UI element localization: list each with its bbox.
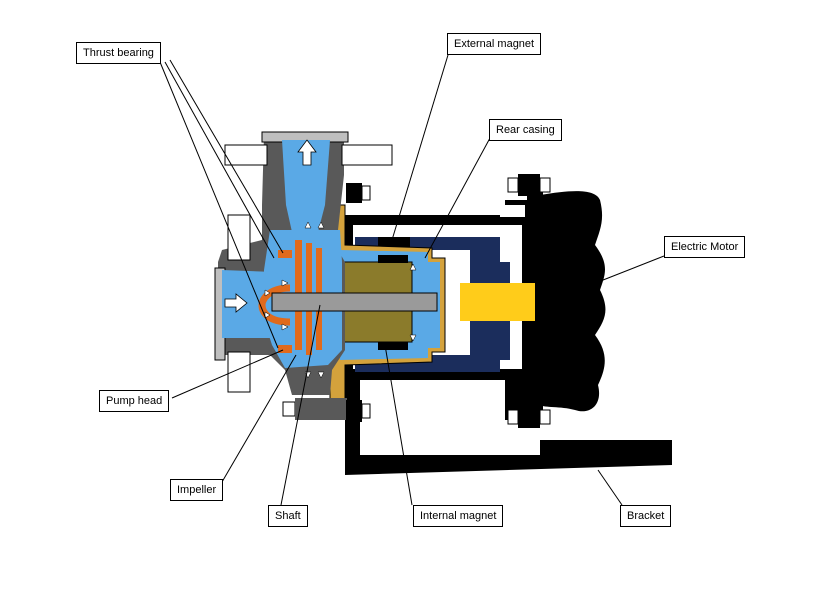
impeller-nose: [258, 284, 291, 326]
label-bracket: Bracket: [620, 505, 672, 527]
motor-coupling: [460, 283, 535, 321]
inlet-arrow-icon: [224, 293, 248, 313]
shaft: [271, 292, 438, 312]
outlet-flange-left: [224, 144, 268, 166]
label-internal-magnet: Internal magnet: [413, 505, 504, 527]
electric-motor: [540, 191, 606, 412]
label-pump-head: Pump head: [99, 390, 170, 412]
outlet-arrow-icon: [297, 139, 317, 166]
external-magnet-top: [378, 237, 410, 247]
inlet-flange-top: [227, 214, 251, 261]
bracket-inner-cutout: [362, 388, 502, 448]
internal-magnet-bottom: [378, 342, 408, 350]
thrust-bearing-top: [278, 250, 292, 258]
label-thrust-bearing: Thrust bearing: [76, 42, 161, 64]
thrust-bearing-bottom: [278, 345, 292, 353]
bolt-top-left: [346, 183, 371, 203]
leader-lines: [159, 54, 665, 506]
label-external-magnet: External magnet: [447, 33, 542, 55]
bolt-bottom-right: [507, 406, 551, 428]
bolt-top-right: [507, 174, 551, 196]
outlet-fluid: [282, 140, 330, 232]
external-magnet-carrier: [355, 237, 510, 372]
label-electric-motor: Electric Motor: [664, 236, 746, 258]
inlet-flange-bottom: [227, 351, 251, 393]
internal-magnet-top: [378, 255, 408, 263]
outlet-flange-right: [341, 144, 393, 166]
label-impeller: Impeller: [170, 479, 224, 501]
bracket-top-cutout: [500, 205, 525, 217]
bolt-bottom-left: [282, 398, 371, 422]
label-rear-casing: Rear casing: [489, 119, 562, 141]
flow-markers: [264, 221, 417, 379]
label-shaft: Shaft: [268, 505, 308, 527]
